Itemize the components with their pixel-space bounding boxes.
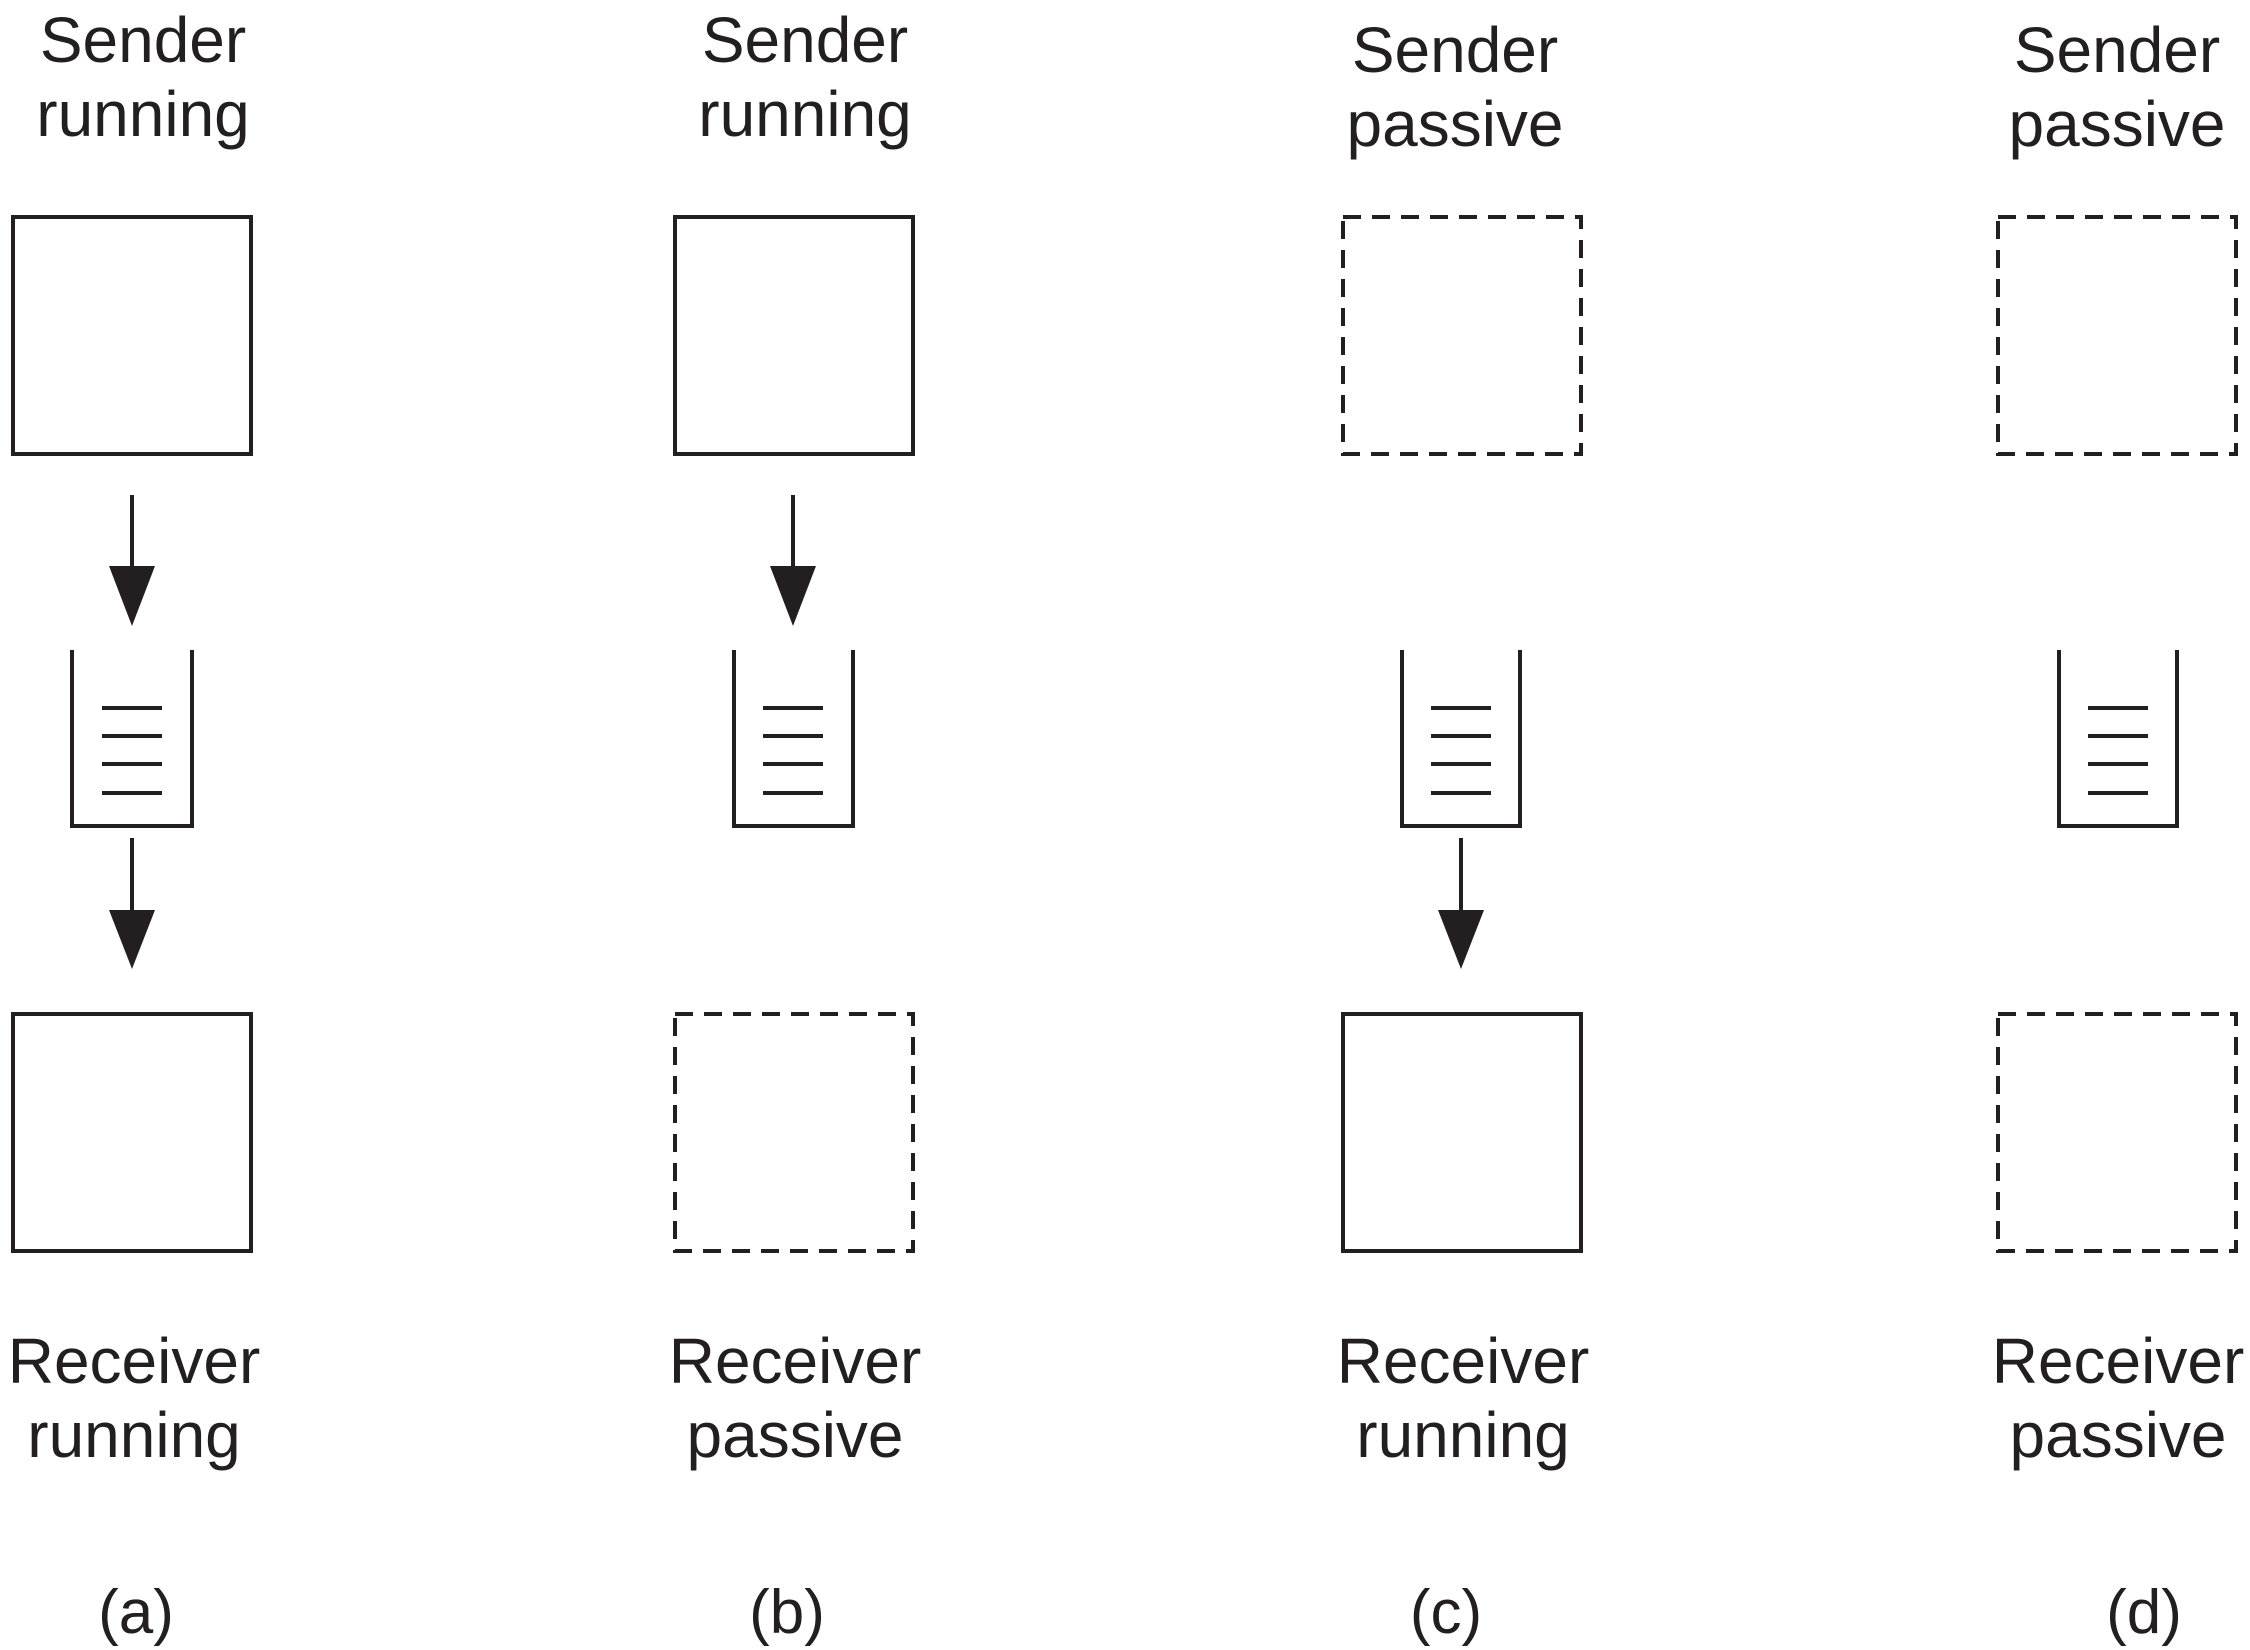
panel-d: Sender passive Receiver passive (d) bbox=[1992, 14, 2245, 1647]
receiver-label-line1: Receiver bbox=[669, 1325, 922, 1397]
sender-label-line1: Sender bbox=[702, 4, 908, 76]
receiver-label-line2: passive bbox=[687, 1399, 904, 1471]
receiver-label-line1: Receiver bbox=[1337, 1325, 1590, 1397]
message-queue-icon bbox=[732, 650, 855, 828]
arrow-down-icon bbox=[109, 838, 155, 969]
message-queue-icon bbox=[70, 650, 194, 828]
sender-process-box-passive bbox=[1996, 215, 2238, 456]
sender-process-box bbox=[11, 215, 253, 456]
arrow-down-icon bbox=[1438, 838, 1484, 969]
sender-label-line2: passive bbox=[2009, 88, 2226, 160]
receiver-label-line2: running bbox=[1356, 1399, 1570, 1471]
message-queue-icon bbox=[2057, 650, 2179, 828]
arrow-down-icon bbox=[109, 495, 155, 626]
sender-label-line2: running bbox=[36, 78, 250, 150]
panel-b: Sender running Receiver passive (b) bbox=[669, 4, 922, 1647]
sender-process-box-passive bbox=[1341, 215, 1583, 456]
message-queue-icon bbox=[1400, 650, 1522, 828]
receiver-process-box bbox=[11, 1012, 253, 1253]
receiver-label-line2: running bbox=[27, 1399, 241, 1471]
sender-process-box bbox=[673, 215, 915, 456]
panel-caption: (c) bbox=[1410, 1578, 1482, 1647]
sender-label-line1: Sender bbox=[2014, 14, 2220, 86]
receiver-process-box bbox=[1341, 1012, 1583, 1253]
sender-label-line1: Sender bbox=[1352, 14, 1558, 86]
sender-label-line2: passive bbox=[1347, 88, 1564, 160]
receiver-process-box-passive bbox=[673, 1012, 915, 1253]
receiver-label-line1: Receiver bbox=[1992, 1325, 2245, 1397]
panel-c: Sender passive Receiver running (c) bbox=[1337, 14, 1590, 1647]
sender-label-line1: Sender bbox=[40, 4, 246, 76]
panel-a: Sender running Receiver running (a) bbox=[8, 4, 261, 1647]
panel-caption: (a) bbox=[98, 1578, 174, 1647]
panel-caption: (d) bbox=[2106, 1578, 2182, 1647]
sender-label-line2: running bbox=[698, 78, 912, 150]
receiver-label-line2: passive bbox=[2010, 1399, 2227, 1471]
panel-caption: (b) bbox=[749, 1578, 825, 1647]
receiver-process-box-passive bbox=[1996, 1012, 2238, 1253]
arrow-down-icon bbox=[770, 495, 816, 626]
receiver-label-line1: Receiver bbox=[8, 1325, 261, 1397]
